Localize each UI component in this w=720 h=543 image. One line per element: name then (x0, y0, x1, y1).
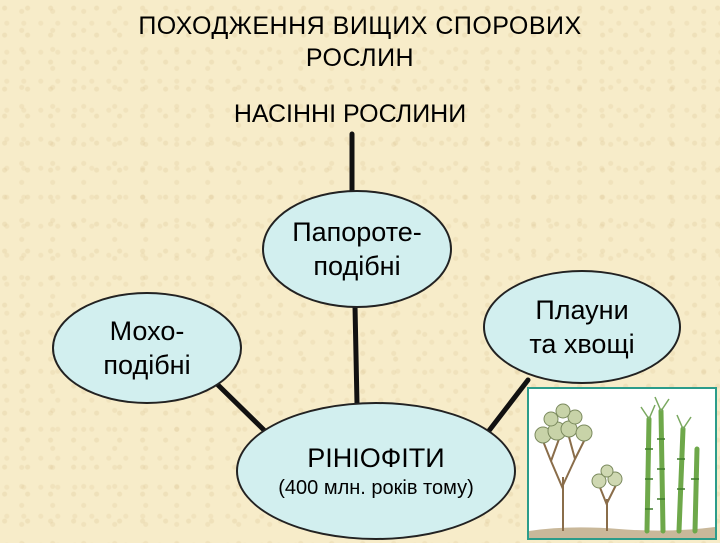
lycophytes-node: Плауни та хвощі (483, 270, 681, 384)
rhyniophytes-age: (400 млн. років тому) (278, 477, 474, 499)
moss-node: Мохо- подібні (52, 292, 242, 404)
line-lyco-rhin (485, 377, 531, 435)
fern-label-2: подібні (313, 251, 401, 281)
rhyniophytes-node: РІНІОФІТИ (400 млн. років тому) (236, 402, 516, 540)
line-fern-rhin (352, 303, 360, 407)
early-plants-illustration (527, 387, 717, 540)
horsetail-icon (644, 408, 700, 534)
fern-label-1: Папороте- (292, 217, 422, 247)
title-line-1: ПОХОДЖЕННЯ ВИЩИХ СПОРОВИХ (138, 12, 582, 40)
branching-plant-icon (542, 436, 586, 531)
moss-label-2: подібні (103, 350, 191, 380)
title-line-2: РОСЛИН (305, 44, 415, 72)
moss-label-1: Мохо- (109, 316, 185, 346)
line-moss-rhin (215, 382, 269, 435)
lycophytes-label-1: Плауни (535, 295, 629, 325)
fern-node: Папороте- подібні (262, 190, 452, 308)
lycophytes-label-2: та хвощі (529, 329, 635, 359)
page-title: ПОХОДЖЕННЯ ВИЩИХ СПОРОВИХ РОСЛИН (80, 10, 640, 74)
seed-plants-label: НАСІННІ РОСЛИНИ (233, 100, 467, 128)
rhyniophytes-label: РІНІОФІТИ (307, 443, 445, 473)
